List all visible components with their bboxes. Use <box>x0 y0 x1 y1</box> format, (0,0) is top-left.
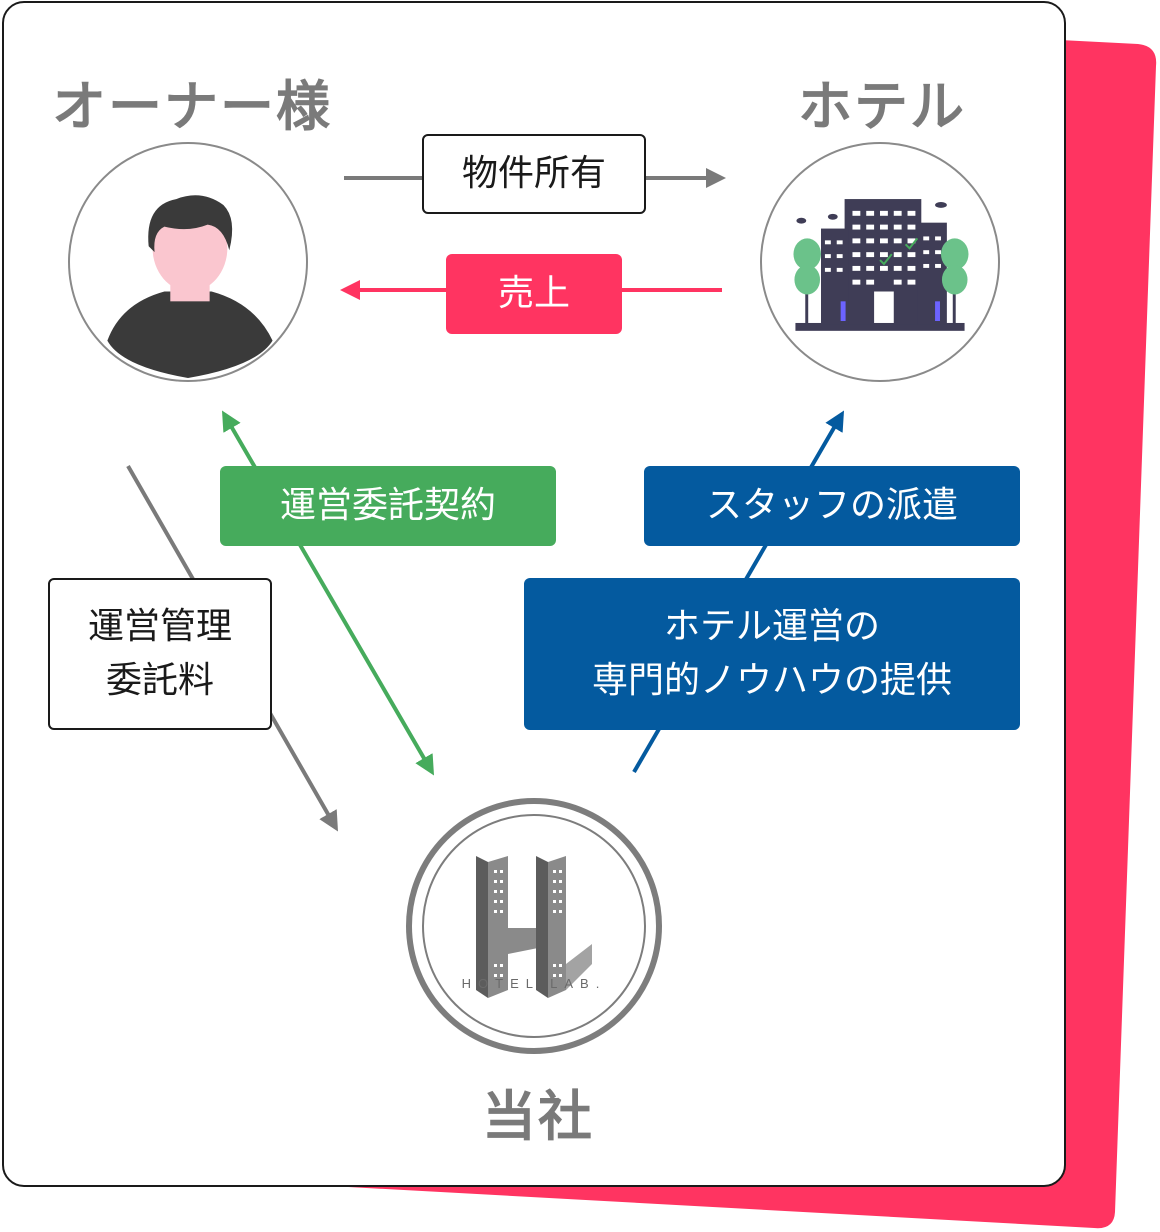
management-fee-label: 運営管理 委託料 <box>48 578 272 730</box>
owner-hair <box>148 195 233 253</box>
company-title: 当社 <box>482 1085 594 1148</box>
hotel-lab-logo: HOTEL LAB. <box>462 856 607 998</box>
owner-title: オーナー様 <box>52 75 332 138</box>
ground <box>795 322 965 331</box>
owner-shirt <box>107 291 273 379</box>
check-mark <box>904 237 919 250</box>
management-fee-line-2: 委託料 <box>105 660 214 701</box>
company-circle-inner <box>422 814 646 1038</box>
staff-dispatch-label: スタッフの派遣 <box>644 466 1020 546</box>
tree-left <box>793 238 821 325</box>
windows <box>824 210 941 323</box>
management-fee-line-1: 運営管理 <box>87 606 232 647</box>
management-contract-label: 運営委託契約 <box>220 466 556 546</box>
owner-circle <box>68 142 308 382</box>
know-how-line-2: 専門的ノウハウの提供 <box>591 660 952 701</box>
hotel-building-icon <box>793 199 969 331</box>
sales-label: 売上 <box>446 254 622 334</box>
logo-tail <box>566 944 592 990</box>
ownership-label: 物件所有 <box>422 134 646 214</box>
clouds <box>796 202 947 224</box>
check-mark <box>879 253 893 266</box>
hotel-title: ホテル <box>798 75 966 138</box>
logo-h-mark <box>476 856 592 998</box>
people <box>840 301 940 321</box>
logo-wordmark: HOTEL LAB. <box>462 976 607 991</box>
logo-windows <box>494 870 562 977</box>
know-how-line-1: ホテル運営の <box>663 606 880 647</box>
know-how-label: ホテル運営の 専門的ノウハウの提供 <box>524 578 1020 730</box>
owner-person-icon <box>107 195 273 379</box>
company-circle-outer: HOTEL LAB. <box>406 798 662 1054</box>
tower-right <box>917 222 947 325</box>
hotel-circle <box>760 142 1000 382</box>
hotel-door <box>874 291 894 323</box>
tree-right <box>940 238 969 325</box>
